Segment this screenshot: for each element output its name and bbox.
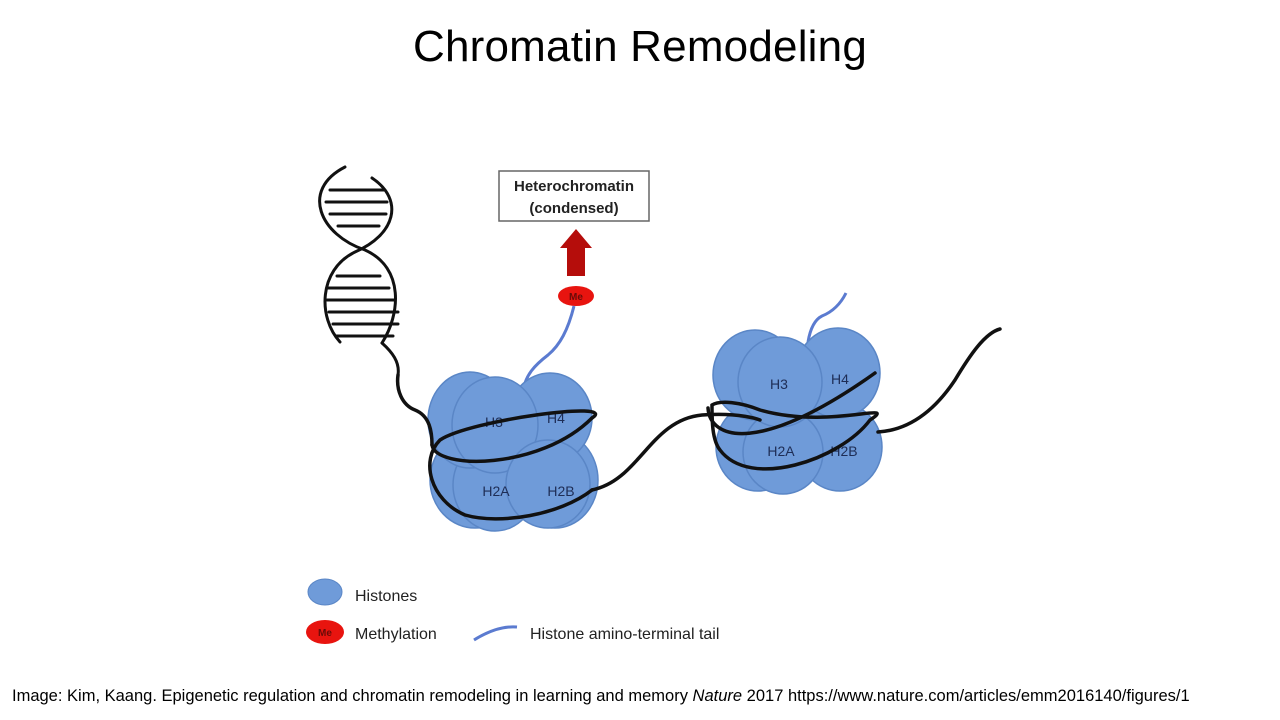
methyl-tag-label: Me [569,292,583,303]
caption-suffix: 2017 https://www.nature.com/articles/emm… [742,687,1190,705]
heterochromatin-label: Heterochromatin [514,178,634,195]
nucleosome-left [427,371,599,532]
caption-journal: Nature [692,687,743,705]
heterochromatin-box: Heterochromatin (condensed) [498,170,650,222]
legend-methyl-swatch [306,620,344,644]
dna-helix [318,165,400,377]
caption-prefix: Image: Kim, Kaang. Epigenetic regulation… [12,687,693,705]
histone-h2b-label: H2B [547,483,574,499]
histone-h2a-label: H2A [482,483,510,499]
legend-tail-label: Histone amino-terminal tail [530,626,719,643]
nucleosome-left-labels: H3 H4 H2A H2B [482,410,574,499]
legend-methyl-tag: Me [318,628,332,639]
histone-h4-label: H4 [831,371,849,387]
legend-tail-swatch [473,625,518,642]
histone-tail-left [521,305,576,393]
methyl-tag: Me [558,286,594,306]
slide-title: Chromatin Remodeling [413,22,867,71]
up-arrow-icon [560,229,592,276]
histone-h2a-label: H2A [767,443,795,459]
histone-tail-right [806,292,848,343]
dna-strand [395,327,1002,521]
legend-histone-swatch [307,578,343,606]
legend: Histones Me Methylation Histone amino-te… [306,578,719,644]
condensed-label: (condensed) [529,200,618,217]
histone-h3-label: H3 [770,376,788,392]
nucleosome-right [712,327,883,495]
legend-histones-label: Histones [355,588,417,605]
image-caption: Image: Kim, Kaang. Epigenetic regulation… [12,687,1272,706]
legend-methylation-label: Methylation [355,626,437,643]
